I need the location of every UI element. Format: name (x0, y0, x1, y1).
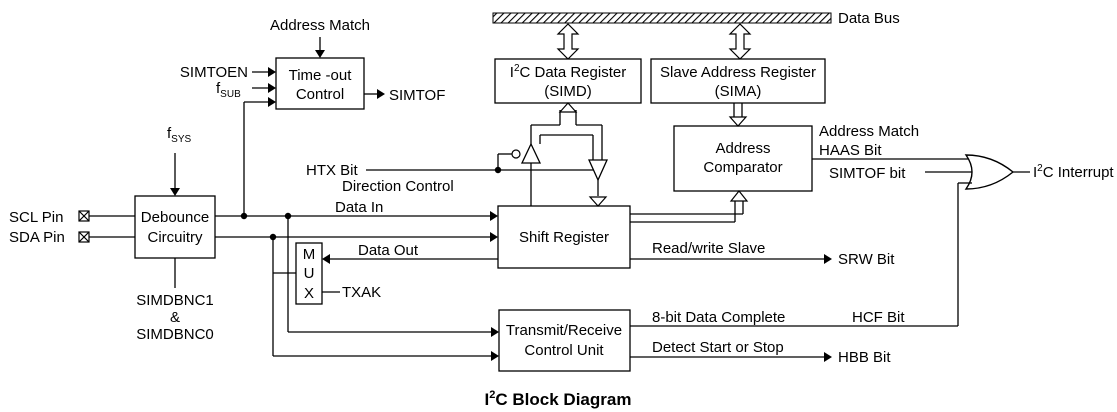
direction-control-label: Direction Control (342, 178, 454, 195)
address-match-top-arrow (315, 37, 325, 58)
timeout-control-block (275, 57, 365, 110)
timeout-control-line2: Control (296, 86, 344, 103)
bus-double-arrow-sima (728, 23, 752, 60)
slave-address-register-label: Slave Address Register (660, 64, 816, 81)
srw-arrowhead (824, 254, 832, 264)
shift-to-comparator-arrow (630, 190, 749, 223)
bus-double-arrow-simd (556, 23, 580, 60)
direction-inverter (497, 149, 521, 170)
debounce-circuitry-block (134, 195, 216, 259)
hcf-bit-label: HCF Bit (852, 309, 905, 326)
address-match-right-label: Address Match (819, 123, 919, 140)
data-out-arrowhead (322, 254, 330, 264)
f-sys-label: fSYS (167, 125, 192, 145)
mux-u: U (304, 265, 315, 282)
shift-register-block (497, 205, 631, 269)
slave-address-register-abbr: (SIMA) (715, 83, 762, 100)
i2c-data-register-block (494, 58, 642, 104)
simtoen-arrow (252, 67, 276, 77)
mux-x: X (304, 285, 314, 302)
detect-start-stop-label: Detect Start or Stop (652, 339, 784, 356)
sda-pin-label: SDA Pin (9, 229, 65, 246)
simdbnc0-label: SIMDBNC0 (136, 326, 214, 343)
haas-bit-label: HAAS Bit (819, 142, 882, 159)
debounce-line1: Debounce (141, 209, 209, 226)
slave-address-register-block (650, 58, 826, 104)
scl-pin-label: SCL Pin (9, 209, 63, 226)
simtof-output-label: SIMTOF (389, 87, 445, 104)
debounce-line2: Circuitry (148, 229, 203, 246)
sima-to-comparator-arrow (728, 103, 748, 127)
srw-bit-label: SRW Bit (838, 251, 895, 268)
down-buffer (587, 159, 609, 207)
timeout-feedback-arrow (243, 97, 276, 216)
hbb-bit-label: HBB Bit (838, 349, 891, 366)
address-comparator-line1: Address (715, 140, 770, 157)
sda-pin-icon (78, 231, 90, 243)
transmit-receive-control-block (498, 309, 631, 372)
diagram-caption: I2C Block Diagram (485, 389, 632, 409)
simtoen-label: SIMTOEN (180, 64, 248, 81)
simtof-output-arrow (364, 89, 385, 99)
simtof-bit-label: SIMTOF bit (829, 165, 906, 182)
address-comparator-block (673, 125, 813, 192)
htx-bit-label: HTX Bit (306, 162, 359, 179)
f-sys-arrow (170, 153, 180, 196)
tr-unit-line2: Control Unit (524, 342, 604, 359)
shift-register-label: Shift Register (519, 229, 609, 246)
data-out-label: Data Out (358, 242, 419, 259)
hbb-arrowhead (824, 352, 832, 362)
sda-shift-arrowhead (490, 232, 498, 242)
sda-tr-arrowhead (491, 351, 499, 361)
up-buffer (520, 102, 603, 206)
txak-label: TXAK (342, 284, 381, 301)
data-bus-bar (492, 12, 832, 24)
i2c-data-register-abbr: (SIMD) (544, 83, 592, 100)
i2c-data-register-label: I2C Data Register (510, 63, 626, 81)
data-complete-label: 8-bit Data Complete (652, 309, 785, 326)
timeout-control-line1: Time -out (289, 67, 353, 84)
address-comparator-line2: Comparator (703, 159, 782, 176)
i2c-interrupt-label: I2C Interrupt (1033, 163, 1114, 181)
data-bus-label: Data Bus (838, 10, 900, 27)
f-sub-label: fSUB (216, 80, 241, 100)
scl-pin-icon (78, 210, 90, 222)
address-match-top-label: Address Match (270, 17, 370, 34)
data-in-arrowhead (490, 211, 498, 221)
junction-scl-timeout (240, 212, 248, 220)
mux-m: M (303, 246, 316, 263)
or-gate (964, 154, 1015, 190)
f-sub-arrow (252, 83, 276, 93)
simdbnc1-label: SIMDBNC1 (136, 292, 214, 309)
tr-unit-line1: Transmit/Receive (506, 322, 622, 339)
read-write-slave-label: Read/write Slave (652, 240, 765, 257)
simdbnc-amp-label: & (170, 309, 180, 326)
data-in-label: Data In (335, 199, 383, 216)
scl-tr-arrowhead (491, 327, 499, 337)
